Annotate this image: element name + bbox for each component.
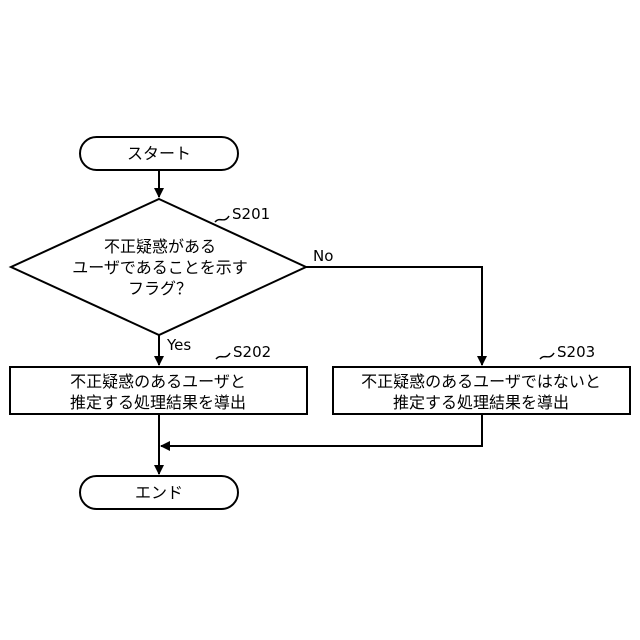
no-label: No xyxy=(313,247,333,265)
step-callout-s202 xyxy=(216,353,230,359)
step-callout-s203 xyxy=(540,353,554,359)
decision-line-2: ユーザであることを示す xyxy=(72,258,248,277)
process-s202-line-2: 推定する処理結果を導出 xyxy=(70,393,246,412)
process-s203-line-2: 推定する処理結果を導出 xyxy=(393,393,569,412)
step-label-s202: S202 xyxy=(233,343,271,361)
process-s203-line-1: 不正疑惑のあるユーザではないと xyxy=(361,372,601,391)
step-label-s203: S203 xyxy=(557,343,595,361)
decision-line-3: フラグ？ xyxy=(128,279,192,298)
end-label: エンド xyxy=(135,483,183,502)
arrow-s203-merge xyxy=(161,414,482,446)
step-label-s201: S201 xyxy=(232,205,270,223)
decision-line-1: 不正疑惑がある xyxy=(104,237,216,256)
yes-label: Yes xyxy=(166,336,191,354)
step-callout-s201 xyxy=(215,216,229,222)
process-s202-line-1: 不正疑惑のあるユーザと xyxy=(70,372,246,391)
arrow-no-branch xyxy=(306,267,482,365)
start-label: スタート xyxy=(127,144,191,163)
